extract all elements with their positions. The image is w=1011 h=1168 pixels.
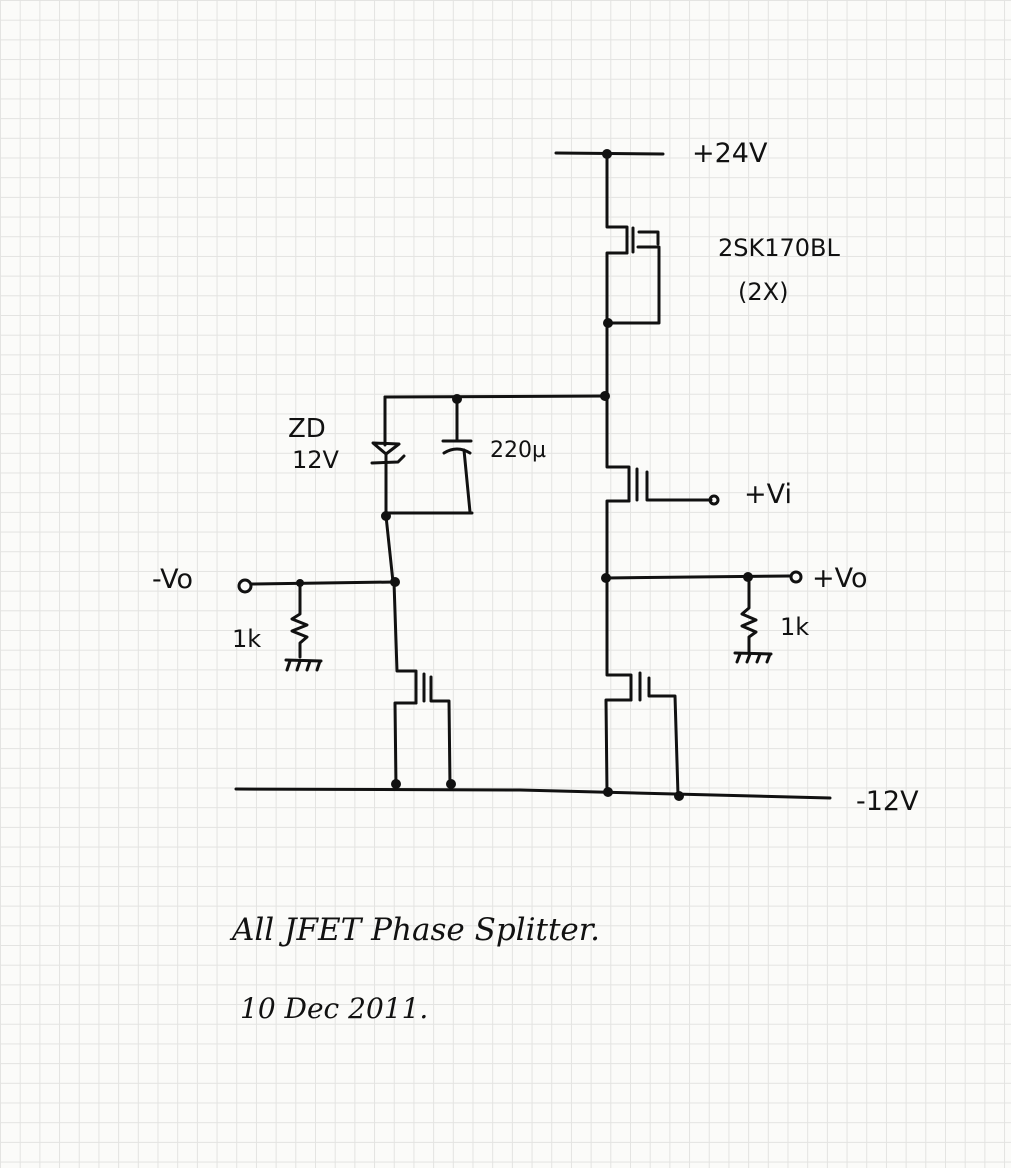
positive-supply-rail	[554, 149, 665, 159]
bias-network	[370, 321, 610, 521]
lower-left-jfet	[391, 580, 456, 789]
positive-output-label: +Vo	[812, 563, 868, 594]
lower-right-jfet	[603, 576, 684, 801]
negative-supply-rail	[234, 787, 832, 800]
current-source-part-label: 2SK170BL	[718, 234, 841, 262]
current-source-quantity-label: (2X)	[738, 278, 788, 306]
input-label: +Vi	[744, 479, 792, 510]
zener-ref-label: ZD	[288, 414, 326, 444]
positive-supply-label: +24V	[692, 138, 768, 169]
negative-output-resistor-label: 1k	[232, 625, 261, 653]
zener-value-label: 12V	[292, 446, 340, 474]
negative-output-network	[237, 514, 400, 672]
capacitor-value-label: 220µ	[490, 438, 546, 463]
negative-supply-label: -12V	[856, 786, 919, 817]
diagram-date: 10 Dec 2011.	[240, 992, 428, 1025]
diagram-title: All JFET Phase Splitter.	[229, 912, 600, 948]
top-jfet-current-source	[603, 152, 661, 328]
positive-output-resistor-label: 1k	[780, 613, 809, 641]
input-jfet	[605, 394, 720, 580]
negative-output-label: -Vo	[152, 564, 193, 595]
positive-output-network	[601, 570, 803, 664]
